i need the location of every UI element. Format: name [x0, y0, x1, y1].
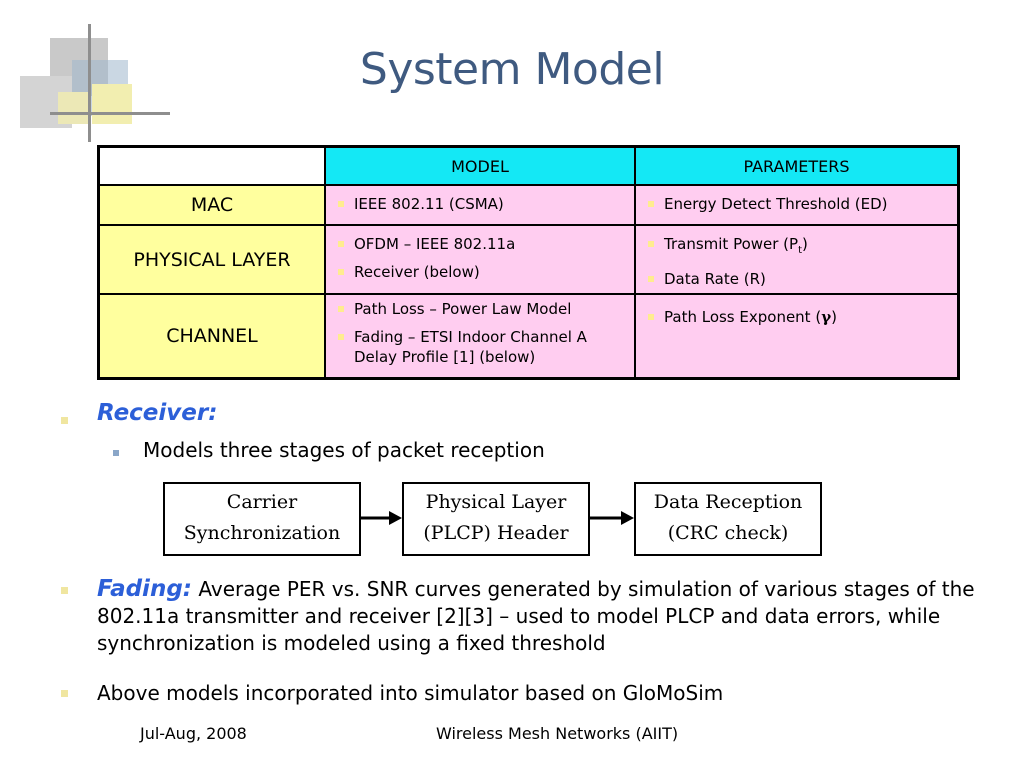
cell-channel-parameters: Path Loss Exponent (γ)	[634, 293, 960, 380]
arrow-right-icon	[590, 511, 634, 525]
bullet-icon	[61, 417, 68, 424]
arrow-right-icon	[361, 511, 402, 525]
stage-box-plcp-header: Physical Layer (PLCP) Header	[402, 482, 590, 556]
list-item: Receiver (below)	[334, 262, 628, 282]
stage-line: (PLCP) Header	[423, 522, 569, 544]
table-header-blank	[97, 145, 326, 186]
list-item: Data Rate (R)	[644, 269, 951, 289]
decor-vertical-line	[88, 24, 91, 142]
decor-horizontal-line	[50, 112, 170, 115]
receiver-heading: Receiver:	[97, 400, 218, 426]
footer-date: Jul-Aug, 2008	[140, 724, 247, 743]
fading-paragraph: Fading: Average PER vs. SNR curves gener…	[97, 576, 977, 657]
stage-line: Data Reception	[653, 491, 803, 513]
cell-physical-model: OFDM – IEEE 802.11a Receiver (below)	[324, 224, 636, 295]
system-model-table: MODEL PARAMETERS MAC IEEE 802.11 (CSMA) …	[97, 145, 960, 380]
closing-paren: )	[802, 235, 808, 253]
stage-line: Physical Layer	[425, 491, 567, 513]
decor-square-yellow	[92, 84, 132, 124]
gamma-symbol: γ	[821, 308, 832, 326]
row-label-mac: MAC	[97, 184, 326, 226]
list-item: IEEE 802.11 (CSMA)	[334, 194, 628, 214]
stage-line: Synchronization	[183, 522, 341, 544]
table-row-physical-layer: PHYSICAL LAYER OFDM – IEEE 802.11a Recei…	[97, 224, 960, 295]
table-row-channel: CHANNEL Path Loss – Power Law Model Fadi…	[97, 293, 960, 380]
row-label-physical-layer: PHYSICAL LAYER	[97, 224, 326, 295]
fading-heading: Fading:	[97, 576, 192, 602]
path-loss-exponent-text: Path Loss Exponent (	[664, 308, 822, 326]
receiver-description: Models three stages of packet reception	[143, 438, 545, 462]
transmit-power-text: Transmit Power (P	[664, 235, 799, 253]
fading-text: Average PER vs. SNR curves generated by …	[97, 577, 975, 655]
table-row-mac: MAC IEEE 802.11 (CSMA) Energy Detect Thr…	[97, 184, 960, 226]
slide-title: System Model	[359, 44, 665, 95]
stage-box-carrier-sync: Carrier Synchronization	[163, 482, 361, 556]
list-item: Energy Detect Threshold (ED)	[644, 194, 951, 214]
stage-line: Carrier	[226, 491, 298, 513]
table-header-parameters: PARAMETERS	[634, 145, 960, 186]
cell-mac-parameters: Energy Detect Threshold (ED)	[634, 184, 960, 226]
table-header-row: MODEL PARAMETERS	[97, 145, 960, 186]
bullet-icon	[61, 690, 68, 697]
cell-physical-parameters: Transmit Power (Pt) Data Rate (R)	[634, 224, 960, 295]
list-item: Fading – ETSI Indoor Channel A Delay Pro…	[334, 327, 628, 367]
list-item: OFDM – IEEE 802.11a	[334, 234, 628, 254]
stage-line: (CRC check)	[667, 522, 789, 544]
footer-course: Wireless Mesh Networks (AIIT)	[436, 724, 679, 743]
cell-mac-model: IEEE 802.11 (CSMA)	[324, 184, 636, 226]
row-label-channel: CHANNEL	[97, 293, 326, 380]
decor-square-yellow-small	[58, 92, 88, 124]
sub-bullet-icon	[113, 450, 119, 456]
list-item: Transmit Power (Pt)	[644, 234, 951, 261]
list-item: Path Loss – Power Law Model	[334, 299, 628, 319]
table-header-model: MODEL	[324, 145, 636, 186]
cell-channel-model: Path Loss – Power Law Model Fading – ETS…	[324, 293, 636, 380]
subscript-t: t	[798, 245, 803, 256]
stage-box-data-reception: Data Reception (CRC check)	[634, 482, 822, 556]
list-item: Path Loss Exponent (γ)	[644, 307, 951, 327]
bullet-icon	[61, 587, 68, 594]
closing-paren: )	[831, 308, 837, 326]
above-models-text: Above models incorporated into simulator…	[97, 681, 724, 705]
